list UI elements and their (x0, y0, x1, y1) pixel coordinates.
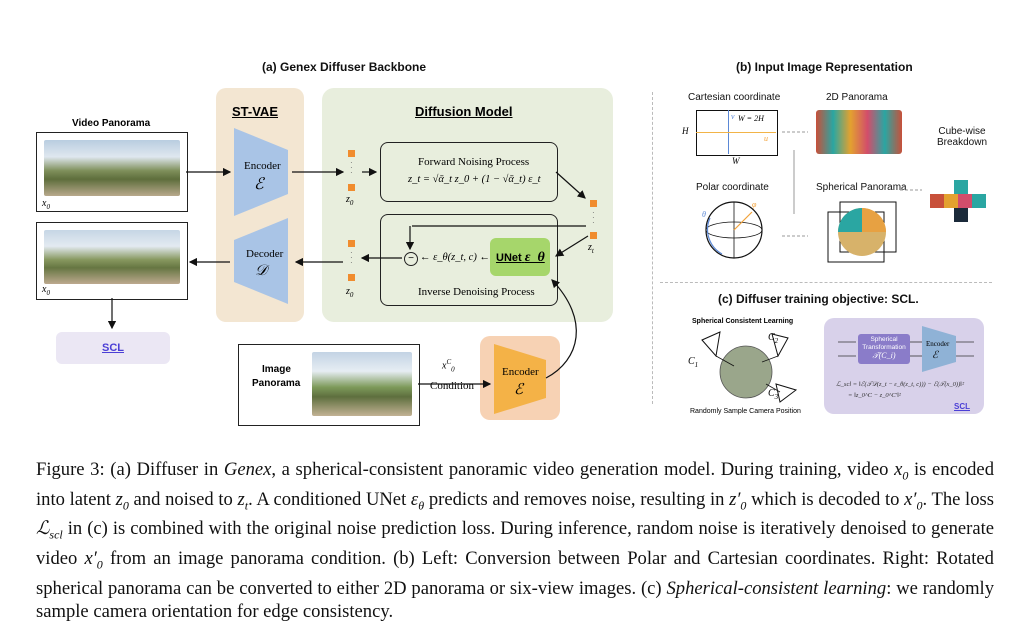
scl-link-c[interactable]: SCL (954, 402, 970, 411)
unet-label: UNet ε_θ (496, 250, 545, 265)
latent-z0-bottom (348, 184, 355, 191)
scl-encoder-shape (922, 326, 956, 372)
panel-a-title: (a) Genex Diffuser Backbone (262, 60, 427, 74)
math-z0p: z′0 (729, 488, 747, 513)
decoder-symbol: 𝒟 (255, 263, 267, 279)
condition-label: Condition (430, 380, 475, 392)
math-x0p-2: x′0 (84, 548, 103, 572)
math-eps: εθ (410, 488, 425, 513)
unet-box (490, 238, 550, 276)
theta-label: θ (702, 210, 706, 219)
panel-b-title: (b) Input Image Representation (736, 60, 913, 74)
u-label: u (764, 134, 768, 143)
latent-z0p-bottom (348, 274, 355, 281)
math-L: ℒscl (36, 518, 63, 543)
forward-noising-box (380, 142, 558, 202)
zt-label: zt (588, 242, 594, 255)
reconstructed-video-image (44, 230, 180, 284)
x0-prime-label: x0 (42, 284, 50, 297)
decoder-shape (234, 218, 288, 304)
condition-encoder-label: Encoder (502, 366, 539, 378)
cube-breakdown (930, 180, 1000, 224)
spherical-label: Spherical Panorama (816, 182, 907, 193)
z0p-label: z0 (346, 286, 354, 299)
c3-label: C3 (768, 388, 779, 401)
separator-horizontal (660, 282, 992, 284)
latent-zt-top (590, 200, 597, 207)
panel-c-title: (c) Diffuser training objective: SCL. (718, 292, 919, 306)
condition-encoder-shape (494, 344, 546, 414)
H-label: H (682, 126, 689, 136)
image-panorama-image (312, 352, 412, 416)
latent-zt-bottom (590, 232, 597, 239)
x0c-label: xC0 (442, 358, 455, 374)
c2-label: C2 (768, 332, 779, 345)
x0-label: x0 (42, 198, 50, 211)
latent-zt-dots: ··· (592, 208, 595, 227)
forward-noising-equation: z_t = √ᾱ_t z_0 + (1 − √ᾱ_t) ε_t (408, 174, 541, 185)
video-panorama-label: Video Panorama (72, 118, 151, 129)
polar-label: Polar coordinate (696, 182, 769, 193)
encoder-label: Encoder (244, 160, 281, 172)
w2h-label: W = 2H (738, 114, 764, 123)
diffusion-panel (322, 88, 613, 322)
diffusion-title: Diffusion Model (415, 104, 513, 119)
inverse-denoising-box (380, 214, 558, 306)
st-vae-title: ST-VAE (232, 104, 278, 119)
image-panorama-label-1: Image (262, 364, 291, 375)
cube-label: Cube-wise Breakdown (936, 126, 988, 148)
scl-loss-line-2: = ‖z_0^C − z_0^C'‖² (848, 392, 901, 399)
latent-z0-dots: ··· (350, 158, 353, 177)
spherical-cube (827, 201, 897, 263)
math-x0: x0 (894, 459, 909, 483)
minus-circle-icon: − (404, 252, 418, 266)
latent-z0p-top (348, 240, 355, 247)
scl-encoder-symbol: ℰ (932, 350, 939, 361)
W-label: W (732, 156, 740, 166)
video-panorama-image (44, 140, 180, 196)
scl-loss-line-1: ℒ_scl = ‖ℰ(𝒯𝒟(z_t − ε_θ(z_t, c))) − ℰ(𝒯(… (836, 381, 965, 388)
scl-encoder-label: Encoder (926, 340, 950, 348)
scl-pill (56, 332, 170, 364)
z0-label: z0 (346, 194, 354, 207)
cartesian-rect (696, 110, 778, 156)
pano2d-label: 2D Panorama (826, 92, 888, 103)
decoder-label: Decoder (246, 248, 284, 260)
polar-sphere (705, 201, 763, 259)
eps-term: ← ε_θ(z_t, c) ← (420, 252, 490, 263)
latent-z0-top (348, 150, 355, 157)
image-panorama-label-2: Panorama (252, 378, 301, 389)
cartesian-label: Cartesian coordinate (688, 92, 781, 103)
encoder-symbol: ℰ (254, 176, 264, 193)
forward-noising-title: Forward Noising Process (418, 156, 530, 168)
spherical-transformation-box: Spherical Transformation 𝒯(C_i) (858, 334, 910, 364)
math-x0p: x′0 (904, 488, 923, 513)
v-label: v (731, 112, 735, 121)
encoder-shape (234, 128, 288, 216)
condition-encoder-symbol: ℰ (514, 382, 524, 398)
separator-line (652, 92, 654, 404)
pano2d-image (816, 110, 902, 154)
latent-z0p-dots: ··· (350, 248, 353, 267)
cartesian-u-axis (696, 132, 776, 133)
math-zt: zt (237, 488, 249, 513)
figure-caption: Figure 3: (a) Diffuser in Genex, a spher… (36, 459, 995, 622)
scl-learning-title: Spherical Consistent Learning (692, 318, 794, 325)
random-sample-label: Randomly Sample Camera Position (690, 408, 801, 415)
camera-sphere-diagram (701, 331, 798, 403)
phi-label: φ (752, 200, 757, 209)
math-z0: z0 (115, 488, 129, 513)
scl-link-a[interactable]: SCL (102, 342, 124, 354)
inverse-denoising-title: Inverse Denoising Process (418, 286, 535, 298)
c1-label: C1 (688, 356, 699, 369)
